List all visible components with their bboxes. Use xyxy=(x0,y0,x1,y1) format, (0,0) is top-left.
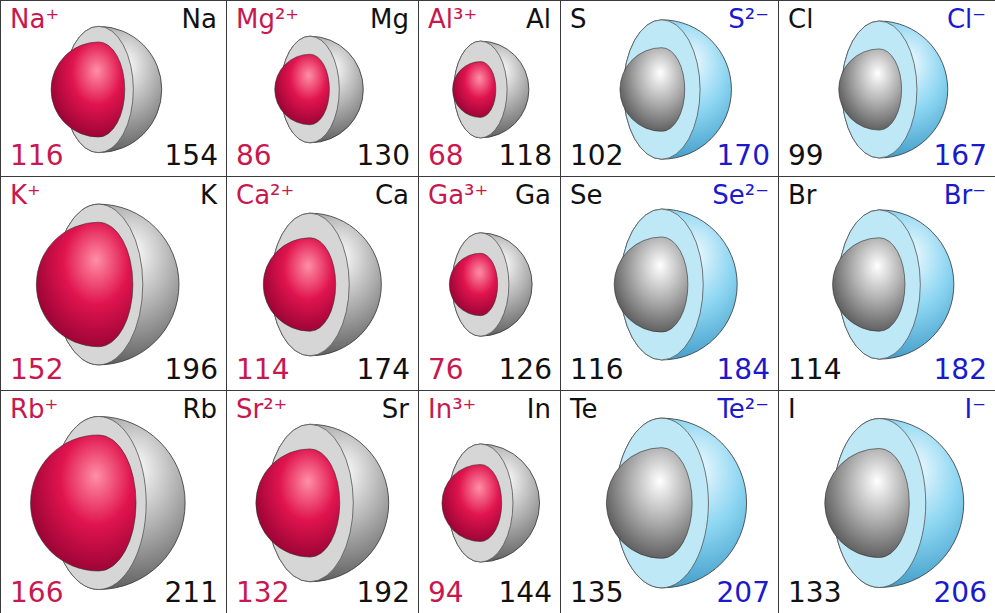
radius-cell: Al³⁺ Al 68 118 xyxy=(418,0,561,177)
inner-sphere xyxy=(31,435,136,571)
inner-sphere xyxy=(275,54,330,125)
ion-symbol: In³⁺ xyxy=(428,396,476,422)
ion-symbol: Mg²⁺ xyxy=(236,6,299,32)
atom-radius: 114 xyxy=(788,356,841,384)
ion-radius: 68 xyxy=(428,142,464,170)
radius-cell: In³⁺ In 94 144 xyxy=(418,390,561,613)
radius-cell: Br Br⁻ 114 182 xyxy=(778,176,995,391)
atom-symbol: Se xyxy=(570,182,603,208)
atom-symbol: S xyxy=(570,6,587,32)
ion-radius: 86 xyxy=(236,142,272,170)
inner-sphere xyxy=(825,448,910,557)
ion-radius: 170 xyxy=(717,142,770,170)
inner-sphere xyxy=(606,448,692,559)
ion-symbol: I⁻ xyxy=(965,396,986,422)
atom-radius: 126 xyxy=(499,356,552,384)
atom-radius: 116 xyxy=(570,356,623,384)
inner-sphere xyxy=(453,62,496,118)
ion-radius: 94 xyxy=(428,579,464,607)
ion-symbol: Al³⁺ xyxy=(428,6,477,32)
radius-cell: I I⁻ 133 206 xyxy=(778,390,995,613)
atom-symbol: Mg xyxy=(370,6,409,32)
atom-symbol: Ca xyxy=(375,182,409,208)
ion-symbol: Te²⁻ xyxy=(717,396,769,422)
inner-sphere xyxy=(614,237,688,332)
atom-symbol: Rb xyxy=(182,396,217,422)
ion-radius: 206 xyxy=(934,579,987,607)
atom-radius: 130 xyxy=(357,142,410,170)
inner-sphere xyxy=(263,238,335,331)
ion-symbol: S²⁻ xyxy=(728,6,769,32)
atom-radius: 102 xyxy=(570,142,623,170)
ion-symbol: Se²⁻ xyxy=(712,182,769,208)
inner-sphere xyxy=(442,464,502,541)
atom-radius: 196 xyxy=(165,356,218,384)
atom-symbol: Al xyxy=(526,6,551,32)
radius-cell: Mg²⁺ Mg 86 130 xyxy=(226,0,419,177)
atom-radius: 99 xyxy=(788,142,824,170)
inner-sphere xyxy=(833,238,905,331)
atom-radius: 118 xyxy=(499,142,552,170)
inner-sphere xyxy=(256,449,340,557)
atom-radius: 133 xyxy=(788,579,841,607)
ion-symbol: Ga³⁺ xyxy=(428,182,488,208)
atom-radius: 154 xyxy=(165,142,218,170)
radius-cell: Rb⁺ Rb 166 211 xyxy=(0,390,227,613)
atom-symbol: Br xyxy=(788,182,817,208)
radius-cell: Ca²⁺ Ca 114 174 xyxy=(226,176,419,391)
radius-cell: Sr²⁺ Sr 132 192 xyxy=(226,390,419,613)
atom-symbol: K xyxy=(200,182,217,208)
ion-radius: 182 xyxy=(934,356,987,384)
inner-sphere xyxy=(620,48,685,132)
inner-sphere xyxy=(36,222,133,347)
ion-radius: 152 xyxy=(10,356,63,384)
ion-radius: 114 xyxy=(236,356,289,384)
atom-symbol: Sr xyxy=(382,396,409,422)
atom-symbol: In xyxy=(527,396,551,422)
atom-symbol: Cl xyxy=(788,6,813,32)
radius-cell: S S²⁻ 102 170 xyxy=(560,0,779,177)
ion-radius: 132 xyxy=(236,579,289,607)
ion-radius: 76 xyxy=(428,356,464,384)
ion-radius: 166 xyxy=(10,579,63,607)
atom-radius: 135 xyxy=(570,579,623,607)
ion-symbol: Na⁺ xyxy=(10,6,59,32)
atom-symbol: Ga xyxy=(515,182,551,208)
atom-symbol: Te xyxy=(570,396,597,422)
ion-symbol: Rb⁺ xyxy=(10,396,58,422)
radius-cell: Cl Cl⁻ 99 167 xyxy=(778,0,995,177)
ion-radius: 184 xyxy=(717,356,770,384)
ion-symbol: Br⁻ xyxy=(944,182,986,208)
radius-cell: Te Te²⁻ 135 207 xyxy=(560,390,779,613)
inner-sphere xyxy=(51,42,125,137)
radius-cell: Na⁺ Na 116 154 xyxy=(0,0,227,177)
ion-radius: 116 xyxy=(10,142,63,170)
radius-cell: Se Se²⁻ 116 184 xyxy=(560,176,779,391)
radius-cell: K⁺ K 152 196 xyxy=(0,176,227,391)
radius-cell: Ga³⁺ Ga 76 126 xyxy=(418,176,561,391)
ion-symbol: K⁺ xyxy=(10,182,41,208)
atom-radius: 211 xyxy=(165,579,218,607)
ion-radius: 167 xyxy=(934,142,987,170)
ion-symbol: Sr²⁺ xyxy=(236,396,287,422)
ion-symbol: Cl⁻ xyxy=(947,6,986,32)
inner-sphere xyxy=(839,49,902,130)
ion-symbol: Ca²⁺ xyxy=(236,182,294,208)
ion-radius: 207 xyxy=(717,579,770,607)
atom-symbol: Na xyxy=(182,6,217,32)
atom-radius: 174 xyxy=(357,356,410,384)
inner-sphere xyxy=(449,253,497,315)
atom-symbol: I xyxy=(788,396,796,422)
atom-radius: 192 xyxy=(357,579,410,607)
atom-radius: 144 xyxy=(499,579,552,607)
